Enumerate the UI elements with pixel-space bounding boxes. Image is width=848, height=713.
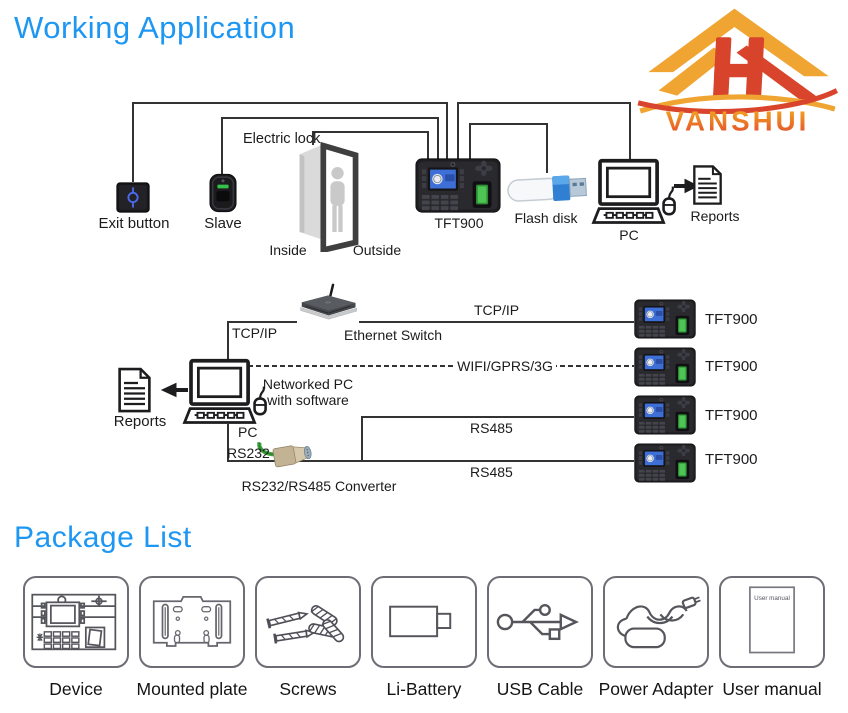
rs485-label-top: RS485 [470, 420, 513, 436]
logo-roof [648, 8, 829, 77]
package-item-usb-cable: USB Cable [487, 576, 593, 700]
package-item-label: Device [49, 679, 103, 699]
device-icon [31, 593, 117, 651]
screws-icon [266, 604, 345, 644]
package-item-screws: Screws [255, 576, 361, 700]
package-item-label: Power Adapter [598, 679, 714, 699]
mounted-plate-card [139, 576, 245, 668]
package-item-mounted-plate: Mounted plate [136, 576, 248, 700]
converter-label: RS232/RS485 Converter [241, 478, 397, 494]
slave-reader-illustration [209, 173, 237, 213]
networked-pc-label: Networked PC with software [262, 376, 354, 409]
ethernet-switch-label: Ethernet Switch [344, 327, 443, 343]
package-item-li-battery: Li-Battery [371, 576, 477, 700]
usb-cable-card [487, 576, 593, 668]
tft900-unit-1 [634, 299, 696, 339]
tft900-unit-label-1: TFT900 [705, 311, 758, 328]
inside-label: Inside [269, 242, 307, 258]
tcp-ip-label-right: TCP/IP [474, 302, 520, 318]
power-adapter-icon [616, 596, 701, 649]
flash-disk-illustration [507, 175, 587, 202]
tft900-unit-label-2: TFT900 [705, 358, 758, 375]
user-manual-booklet-text: User manual [754, 595, 790, 602]
package-item-user-manual: User manual User manual [719, 576, 825, 700]
reports-doc-top [693, 165, 722, 205]
tft900-label-top: TFT900 [434, 215, 484, 231]
rs485-label-bottom: RS485 [470, 464, 513, 480]
vanshui-logo: VANSHUI [637, 8, 839, 134]
pc-label-middle: PC [238, 424, 258, 440]
user-manual-icon: User manual [749, 586, 795, 654]
page-title: Working Application [14, 10, 296, 45]
tft900-terminal-top [415, 158, 501, 213]
tcp-ip-label-left: TCP/IP [232, 325, 278, 341]
door-illustration [299, 141, 359, 252]
package-item-label: Li-Battery [386, 679, 462, 699]
battery-icon [389, 605, 452, 638]
wifi-gprs-3g-label: WIFI/GPRS/3G [440, 358, 570, 374]
tft900-unit-label-3: TFT900 [705, 407, 758, 424]
logo-brand-text: VANSHUI [666, 106, 810, 134]
arrow-to-reports-top [674, 178, 700, 194]
mounted-plate-icon [152, 595, 232, 647]
package-item-device: Device [23, 576, 129, 700]
rs232-rs485-converter-illustration [257, 441, 312, 468]
ethernet-switch-illustration [300, 283, 357, 320]
reports-doc-middle [118, 367, 151, 413]
device-card [23, 576, 129, 668]
package-item-label: Mounted plate [136, 679, 248, 699]
package-list-title: Package List [14, 521, 192, 554]
tft900-unit-label-4: TFT900 [705, 451, 758, 468]
arrow-to-reports-middle [160, 382, 188, 398]
package-item-label: USB Cable [496, 679, 584, 699]
power-adapter-card [603, 576, 709, 668]
exit-button-illustration [116, 182, 150, 213]
outside-label: Outside [352, 242, 402, 258]
package-item-label: User manual [722, 679, 822, 699]
li-battery-card [371, 576, 477, 668]
electric-lock-label: Electric lock [243, 131, 321, 147]
door-release-icon [127, 187, 139, 208]
tft900-unit-3 [634, 395, 696, 435]
reports-label-top: Reports [690, 208, 740, 224]
package-item-power-adapter: Power Adapter [599, 576, 713, 700]
tft900-unit-2 [634, 347, 696, 387]
slave-label: Slave [204, 215, 242, 232]
person-silhouette [330, 167, 345, 232]
package-row: Device Mount [23, 576, 825, 700]
usb-symbol-icon [496, 603, 579, 641]
package-item-label: Screws [279, 679, 337, 699]
screws-card [255, 576, 361, 668]
pc-label-top: PC [619, 227, 639, 243]
exit-button-label: Exit button [98, 215, 170, 232]
flash-disk-label: Flash disk [514, 210, 578, 226]
user-manual-card: User manual [719, 576, 825, 668]
reports-label-middle: Reports [113, 413, 167, 430]
tft900-unit-4 [634, 443, 696, 483]
rs232-label: RS232 [227, 445, 270, 461]
